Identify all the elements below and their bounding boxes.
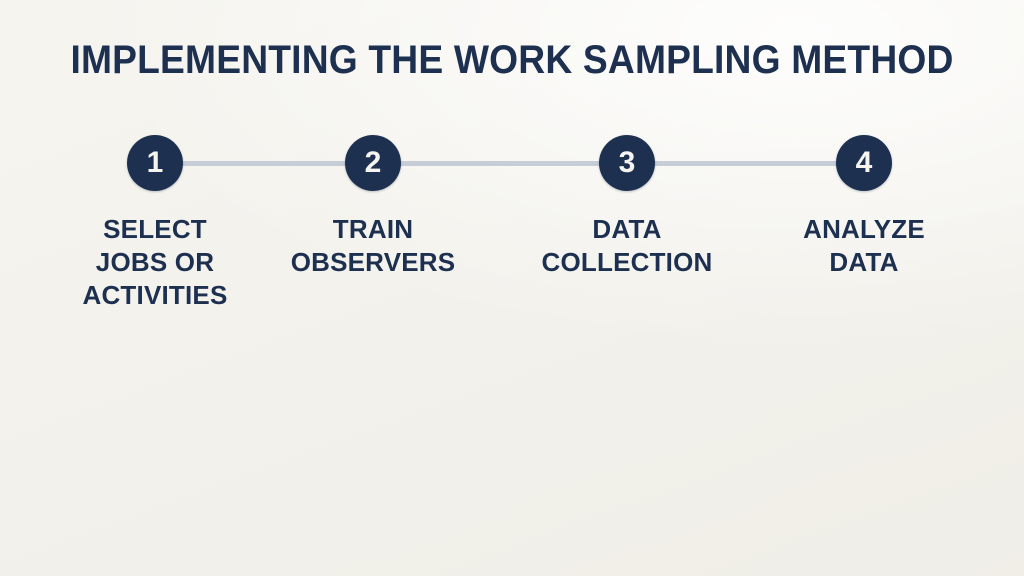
step-2: 2 TRAIN OBSERVERS [263,135,483,279]
step-1: 1 SELECT JOBS OR ACTIVITIES [45,135,265,312]
page-title: IMPLEMENTING THE WORK SAMPLING METHOD [70,38,954,82]
step-3: 3 DATA COLLECTION [517,135,737,279]
step-connector-line [155,161,864,166]
step-4-label: ANALYZE DATA [803,214,925,277]
step-4: 4 ANALYZE DATA [754,135,974,279]
step-1-label: SELECT JOBS OR ACTIVITIES [82,214,228,310]
step-1-number-badge: 1 [127,135,183,191]
step-2-number-badge: 2 [345,135,401,191]
step-3-label: DATA COLLECTION [541,214,713,277]
step-2-label: TRAIN OBSERVERS [290,214,456,277]
step-4-number-badge: 4 [836,135,892,191]
step-3-number-badge: 3 [599,135,655,191]
